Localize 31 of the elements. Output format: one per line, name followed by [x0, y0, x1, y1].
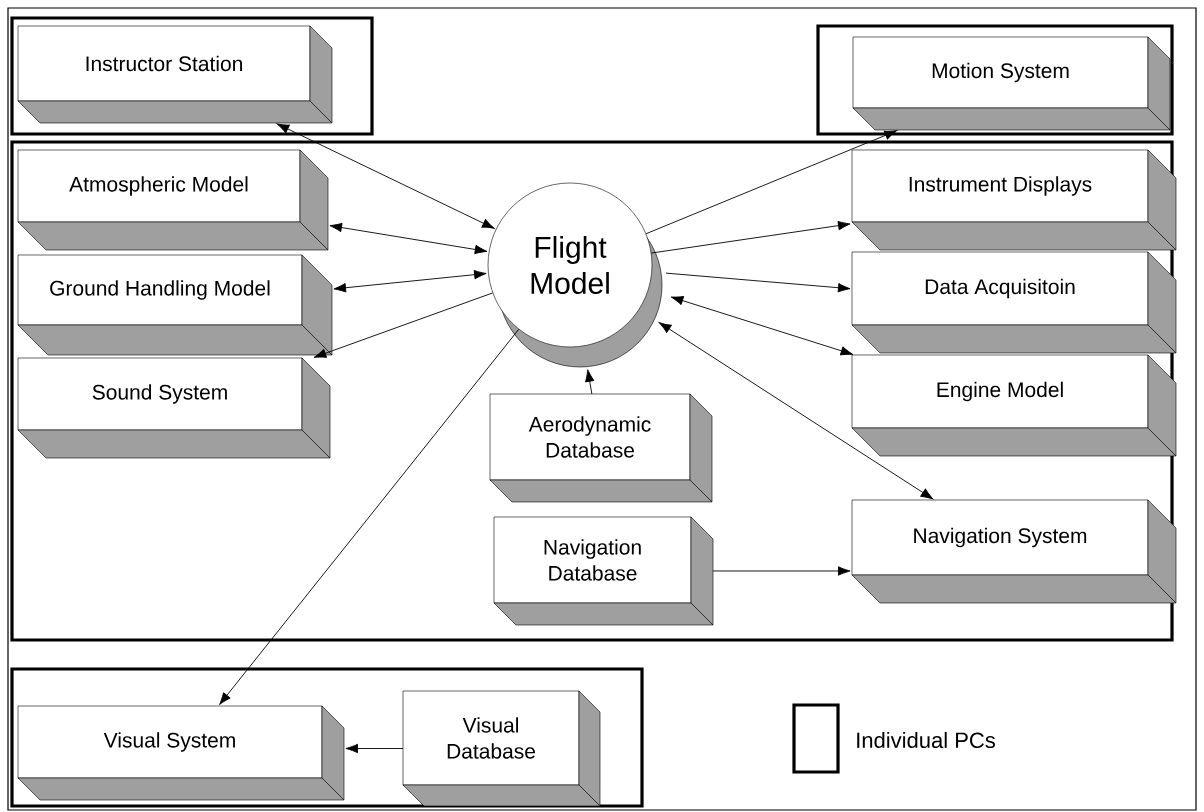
arrow [650, 220, 851, 254]
pc-frame [10, 140, 1174, 642]
arrow [670, 296, 854, 356]
legend-label: Individual PCs [857, 731, 995, 749]
block-box: Visual System [17, 705, 345, 801]
block-box: Instructor Station [17, 25, 333, 124]
pc-frame [10, 667, 644, 808]
block-box: Instrument Displays [851, 149, 1177, 251]
block-box: Sound System [17, 357, 331, 459]
arrow [345, 743, 404, 754]
arrow [712, 566, 851, 576]
block-box: Ground Handling Model [17, 254, 333, 356]
pc-frame [10, 16, 374, 136]
block-box: Visual Database [402, 690, 601, 807]
arrow [313, 292, 494, 358]
pc-frame [816, 24, 1174, 136]
block-box: Data Acquisitoin [851, 251, 1177, 354]
block-box: Engine Model [851, 354, 1177, 457]
block-box: Motion System [852, 36, 1171, 131]
arrow [585, 369, 595, 395]
arrow [219, 328, 520, 705]
arrow [665, 272, 851, 293]
block-box: Aerodynamic Database [489, 393, 713, 503]
arrow [333, 270, 487, 293]
arrow [645, 130, 898, 235]
arrow [658, 322, 934, 500]
block-box: Navigation System [851, 499, 1177, 604]
block-box: Atmospheric Model [17, 149, 329, 251]
arrow [329, 222, 488, 255]
block-box: Navigation Database [493, 516, 714, 626]
arrow [276, 123, 495, 229]
